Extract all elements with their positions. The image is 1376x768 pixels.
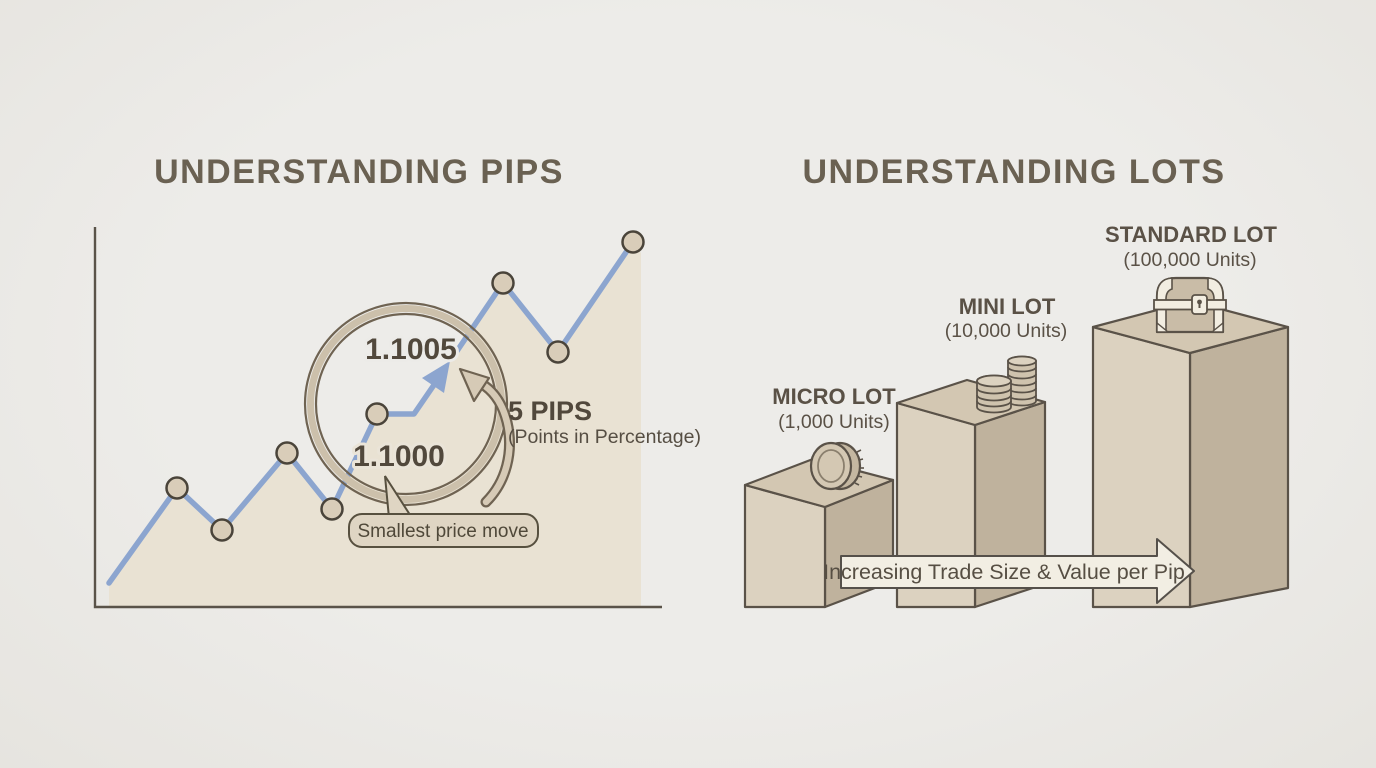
micro-lot-units: (1,000 Units) — [778, 411, 890, 433]
coin-icon — [809, 441, 864, 491]
callout-label: Smallest price move — [357, 521, 528, 542]
price-dot — [275, 441, 299, 465]
banner-arrow: Increasing Trade Size & Value per Pip — [823, 538, 1195, 604]
standard-lot-units: (100,000 Units) — [1123, 249, 1256, 271]
mini-lot-name: MINI LOT — [959, 294, 1056, 319]
price-dot — [165, 476, 189, 500]
price-dot — [621, 230, 645, 254]
price-dot — [546, 340, 570, 364]
pips-subtitle-label: (Points in Percentage) — [508, 426, 701, 448]
lot-labels: MICRO LOT (1,000 Units) MINI LOT (10,000… — [772, 222, 1277, 433]
callout: Smallest price move — [348, 475, 539, 548]
price-low-label: 1.1000 — [353, 440, 445, 473]
pips-diagram: UNDERSTANDING PIPS — [93, 153, 701, 609]
pips-title: UNDERSTANDING PIPS — [154, 153, 564, 191]
box-side-face — [1188, 325, 1290, 609]
price-dot — [320, 497, 344, 521]
price-line-upper — [454, 239, 636, 355]
box-top-face — [895, 378, 1047, 427]
coin-stack-icon — [976, 355, 1037, 414]
chart-axes — [93, 227, 662, 609]
micro-lot-name: MICRO LOT — [772, 384, 896, 409]
banner-arrow-label: Increasing Trade Size & Value per Pip — [823, 560, 1185, 584]
price-line-dots — [165, 230, 645, 542]
standard-lot-name: STANDARD LOT — [1105, 222, 1277, 247]
price-high-label: 1.1005 — [365, 333, 457, 366]
price-dot — [210, 518, 234, 542]
lots-title: UNDERSTANDING LOTS — [802, 153, 1225, 191]
price-dot — [491, 271, 515, 295]
lots-diagram: UNDERSTANDING LOTS — [743, 153, 1290, 609]
price-dot — [365, 402, 389, 426]
mini-lot-units: (10,000 Units) — [945, 320, 1067, 342]
callout-box — [348, 513, 539, 548]
banner-arrow-shape — [840, 538, 1195, 604]
treasure-chest-icon — [1153, 276, 1227, 334]
trend-arrow-icon — [422, 361, 450, 393]
curved-arrow-icon — [458, 367, 515, 508]
pips-value-label: 5 PIPS — [508, 396, 592, 426]
